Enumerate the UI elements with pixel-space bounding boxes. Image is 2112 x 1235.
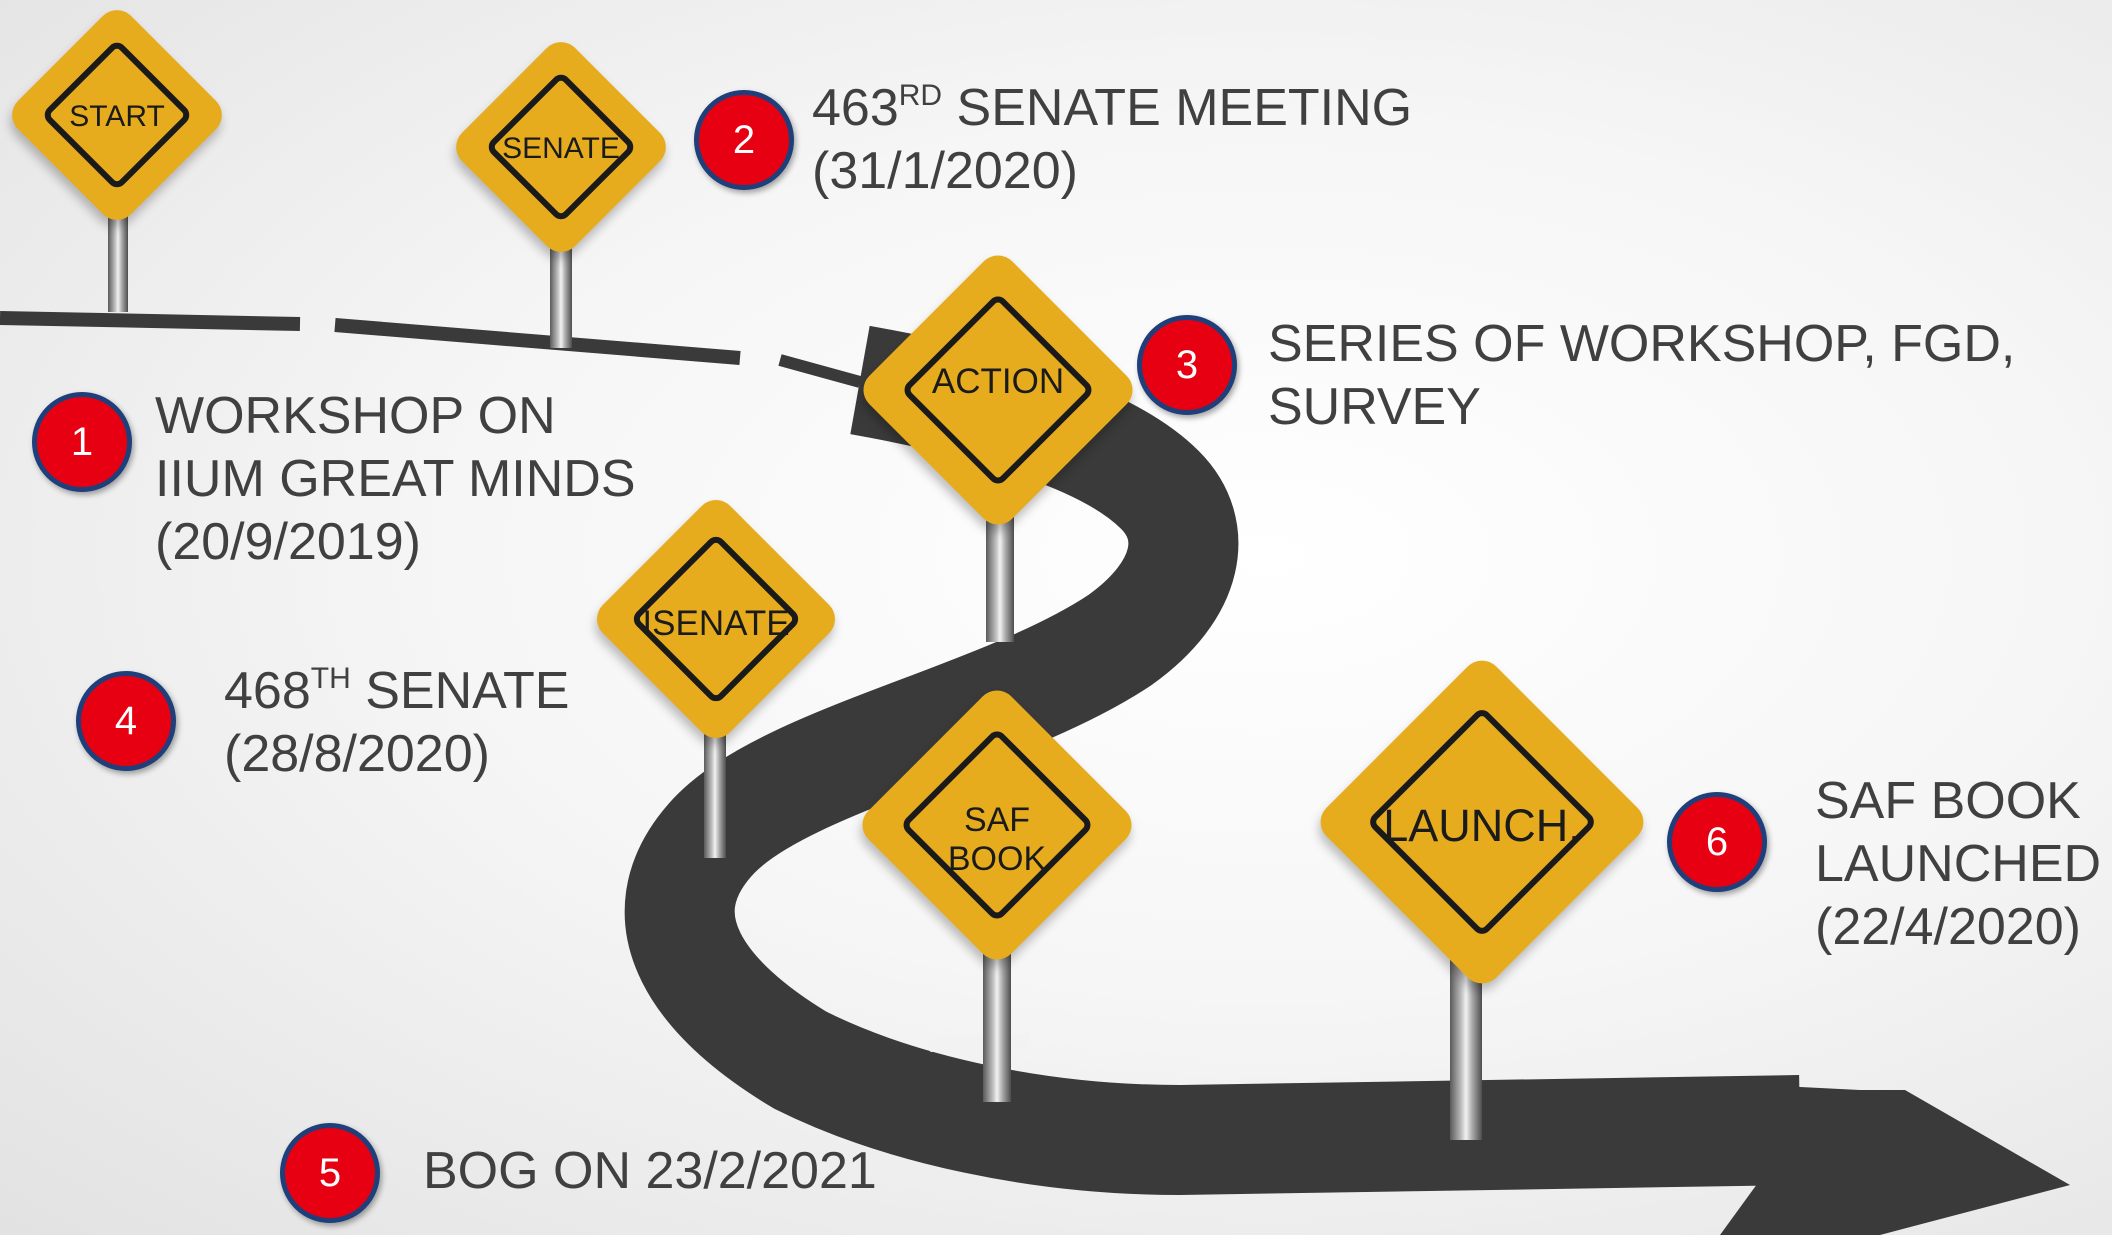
- sign-saf-book-label: SAF BOOK: [947, 800, 1047, 878]
- milestone-6-line-1: SAF BOOK: [1815, 772, 2081, 830]
- milestone-4-suffix-sup: TH: [310, 662, 351, 695]
- post-start: [108, 200, 128, 312]
- milestone-1-line-1: WORKSHOP ON: [155, 387, 556, 445]
- milestone-2-line-2: (31/1/2020): [812, 142, 1078, 200]
- milestone-badge-5: 5: [280, 1123, 380, 1223]
- milestone-4-line-2: (28/8/2020): [224, 725, 490, 783]
- milestone-5-line-1: BOG ON 23/2/2021: [423, 1142, 877, 1200]
- milestone-text-4: 468TH SENATE (28/8/2020): [224, 660, 569, 786]
- post-senate: [550, 230, 572, 348]
- milestone-4-title: SENATE: [350, 662, 570, 720]
- milestone-3-line-2: SURVEY: [1268, 378, 1481, 436]
- milestone-2-number: 463: [812, 79, 899, 137]
- milestone-6-line-3: (22/4/2020): [1815, 898, 2081, 956]
- sign-isenate-label: ISENATE: [642, 603, 790, 643]
- sign-action-label: ACTION: [931, 361, 1065, 401]
- milestone-badge-6: 6: [1667, 792, 1767, 892]
- milestone-2-title: SENATE MEETING: [942, 79, 1413, 137]
- milestone-2-suffix-sup: RD: [898, 79, 943, 112]
- milestone-4-number: 468: [224, 662, 311, 720]
- milestone-2-line-1: 463RD SENATE MEETING: [812, 77, 1412, 140]
- milestone-badge-3: 3: [1137, 315, 1237, 415]
- milestone-text-3: SERIES OF WORKSHOP, FGD, SURVEY: [1268, 313, 2015, 439]
- milestone-3-line-1: SERIES OF WORKSHOP, FGD,: [1268, 315, 2016, 373]
- post-isenate: [704, 710, 726, 858]
- post-launch: [1450, 960, 1482, 1140]
- milestone-text-1: WORKSHOP ON IIUM GREAT MINDS (20/9/2019): [155, 385, 636, 574]
- milestone-badge-2: 2: [694, 90, 794, 190]
- milestone-text-6: SAF BOOK LAUNCHED (22/4/2020): [1815, 770, 2101, 959]
- sign-start-label: START: [69, 99, 165, 133]
- milestone-text-5: BOG ON 23/2/2021: [423, 1140, 877, 1203]
- sign-senate-label: SENATE: [502, 131, 620, 165]
- milestone-badge-1: 1: [32, 392, 132, 492]
- milestone-4-line-1: 468TH SENATE: [224, 660, 569, 723]
- milestone-1-line-2: IIUM GREAT MINDS: [155, 450, 636, 508]
- milestone-text-2: 463RD SENATE MEETING (31/1/2020): [812, 77, 1412, 203]
- milestone-6-line-2: LAUNCHED: [1815, 835, 2102, 893]
- milestone-1-line-3: (20/9/2019): [155, 513, 421, 571]
- milestone-badge-4: 4: [76, 671, 176, 771]
- sign-launch-label: LAUNCH.: [1383, 799, 1581, 851]
- post-saf-book: [983, 950, 1011, 1102]
